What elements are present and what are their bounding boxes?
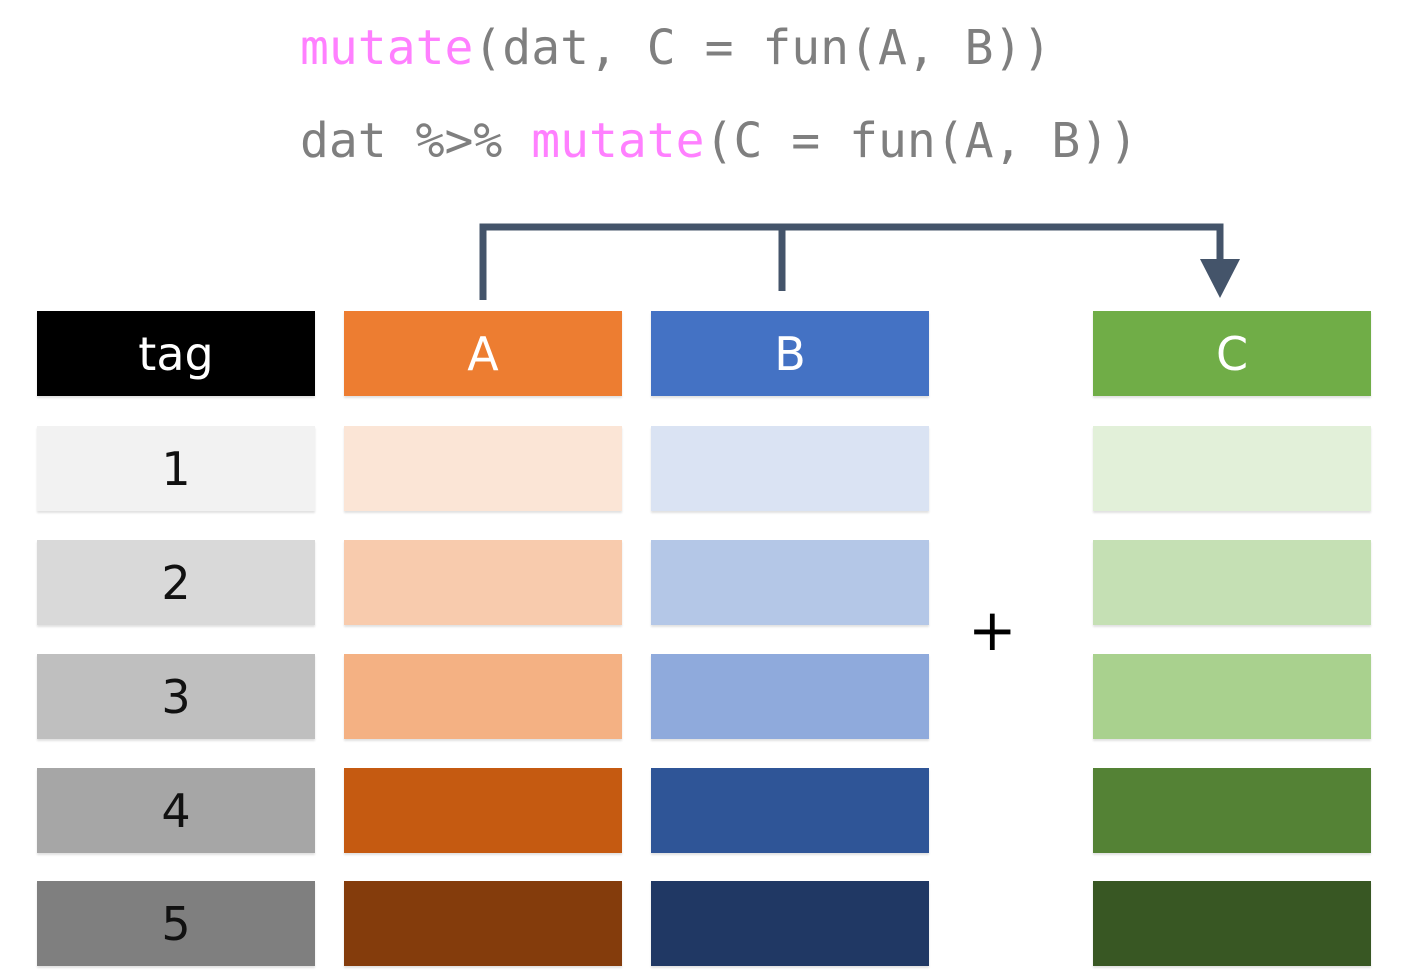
cell-b-3 — [651, 654, 929, 739]
code-line-1: mutate(dat, C = fun(A, B)) — [300, 20, 1051, 76]
cell-a-2 — [344, 540, 622, 625]
cell-a-1 — [344, 426, 622, 511]
cell-c-5 — [1093, 881, 1371, 966]
cell-tag-2: 2 — [37, 540, 315, 625]
column-header-c: C — [1093, 311, 1371, 396]
column-header-b: B — [651, 311, 929, 396]
cell-tag-4: 4 — [37, 768, 315, 853]
cell-a-4 — [344, 768, 622, 853]
code-text: (C = fun(A, B)) — [704, 113, 1139, 169]
cell-a-5 — [344, 881, 622, 966]
code-line-2: dat %>% mutate(C = fun(A, B)) — [300, 113, 1138, 169]
code-function-name: mutate — [300, 20, 474, 76]
code-function-name: mutate — [531, 113, 705, 169]
cell-c-2 — [1093, 540, 1371, 625]
cell-b-2 — [651, 540, 929, 625]
cell-c-1 — [1093, 426, 1371, 511]
connector-line — [479, 223, 1224, 300]
connector-arrow — [479, 223, 1240, 300]
cell-a-3 — [344, 654, 622, 739]
code-text: dat %>% — [300, 113, 532, 169]
cell-b-4 — [651, 768, 929, 853]
cell-tag-1: 1 — [37, 426, 315, 511]
column-header-a: A — [344, 311, 622, 396]
cell-b-1 — [651, 426, 929, 511]
code-text: (dat, C = fun(A, B)) — [473, 20, 1052, 76]
column-header-tag: tag — [37, 311, 315, 396]
cell-tag-5: 5 — [37, 881, 315, 966]
arrowhead-icon — [1200, 259, 1240, 298]
cell-tag-3: 3 — [37, 654, 315, 739]
cell-c-4 — [1093, 768, 1371, 853]
cell-c-3 — [1093, 654, 1371, 739]
plus-sign: + — [968, 596, 1017, 664]
cell-b-5 — [651, 881, 929, 966]
